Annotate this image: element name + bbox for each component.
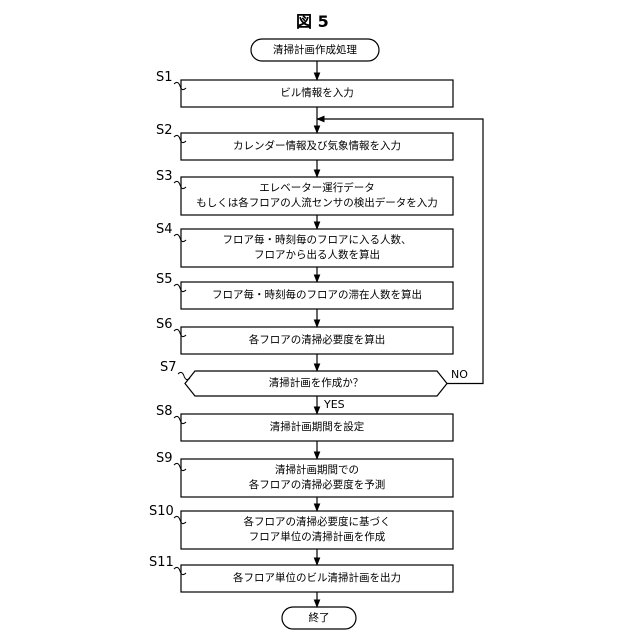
step-line: 各フロア単位のビル清掃計画を出力 bbox=[233, 571, 401, 586]
step-id-s9: S9 bbox=[156, 451, 173, 466]
step-line: フロア毎・時刻毎のフロアに入る人数、 bbox=[223, 233, 412, 248]
step-line: エレベーター運行データ bbox=[259, 181, 375, 196]
step-text-s11: 各フロア単位のビル清掃計画を出力 bbox=[181, 565, 453, 592]
step-line: 清掃計画期間での bbox=[275, 463, 359, 478]
branch-no-label: NO bbox=[451, 368, 468, 381]
figure-title: 図 5 bbox=[296, 8, 329, 32]
start-label: 清掃計画作成処理 bbox=[251, 39, 379, 61]
step-line: フロアから出る人数を算出 bbox=[254, 248, 380, 263]
end-label: 終了 bbox=[282, 607, 356, 629]
step-text-s9: 清掃計画期間での 各フロアの清掃必要度を予測 bbox=[181, 459, 453, 497]
branch-yes-label: YES bbox=[324, 398, 345, 411]
step-line: 各フロアの清掃必要度を算出 bbox=[249, 333, 386, 348]
step-id-s4: S4 bbox=[156, 222, 173, 237]
step-line: フロア単位の清掃計画を作成 bbox=[249, 530, 386, 545]
step-id-s7: S7 bbox=[160, 360, 177, 375]
step-line: フロア毎・時刻毎のフロアの滞在人数を算出 bbox=[212, 288, 422, 303]
step-id-s1: S1 bbox=[156, 70, 173, 85]
step-text-s1: ビル情報を入力 bbox=[181, 80, 453, 107]
step-text-s5: フロア毎・時刻毎のフロアの滞在人数を算出 bbox=[181, 282, 453, 309]
step-text-s2: カレンダー情報及び気象情報を入力 bbox=[181, 133, 453, 160]
step-text-s8: 清掃計画期間を設定 bbox=[181, 414, 453, 441]
step-line: 清掃計画を作成か？ bbox=[269, 376, 364, 391]
step-text-s3: エレベーター運行データ もしくは各フロアの人流センサの検出データを入力 bbox=[181, 177, 453, 215]
step-text-s7: 清掃計画を作成か？ bbox=[185, 371, 447, 396]
step-line: ビル情報を入力 bbox=[280, 86, 354, 101]
step-line: 各フロアの清掃必要度に基づく bbox=[244, 515, 391, 530]
step-id-s11: S11 bbox=[149, 555, 174, 570]
step-id-s10: S10 bbox=[149, 504, 174, 519]
step-text-s10: 各フロアの清掃必要度に基づく フロア単位の清掃計画を作成 bbox=[181, 511, 453, 549]
step-text-s4: フロア毎・時刻毎のフロアに入る人数、 フロアから出る人数を算出 bbox=[181, 229, 453, 267]
step-id-s6: S6 bbox=[156, 317, 173, 332]
step-line: もしくは各フロアの人流センサの検出データを入力 bbox=[196, 196, 438, 211]
step-id-s3: S3 bbox=[156, 169, 173, 184]
step-line: 清掃計画期間を設定 bbox=[270, 420, 365, 435]
step-id-s2: S2 bbox=[156, 123, 173, 138]
step-id-s8: S8 bbox=[156, 404, 173, 419]
step-line: 各フロアの清掃必要度を予測 bbox=[249, 478, 386, 493]
step-id-s5: S5 bbox=[156, 272, 173, 287]
step-line: カレンダー情報及び気象情報を入力 bbox=[233, 139, 401, 154]
step-text-s6: 各フロアの清掃必要度を算出 bbox=[181, 327, 453, 354]
